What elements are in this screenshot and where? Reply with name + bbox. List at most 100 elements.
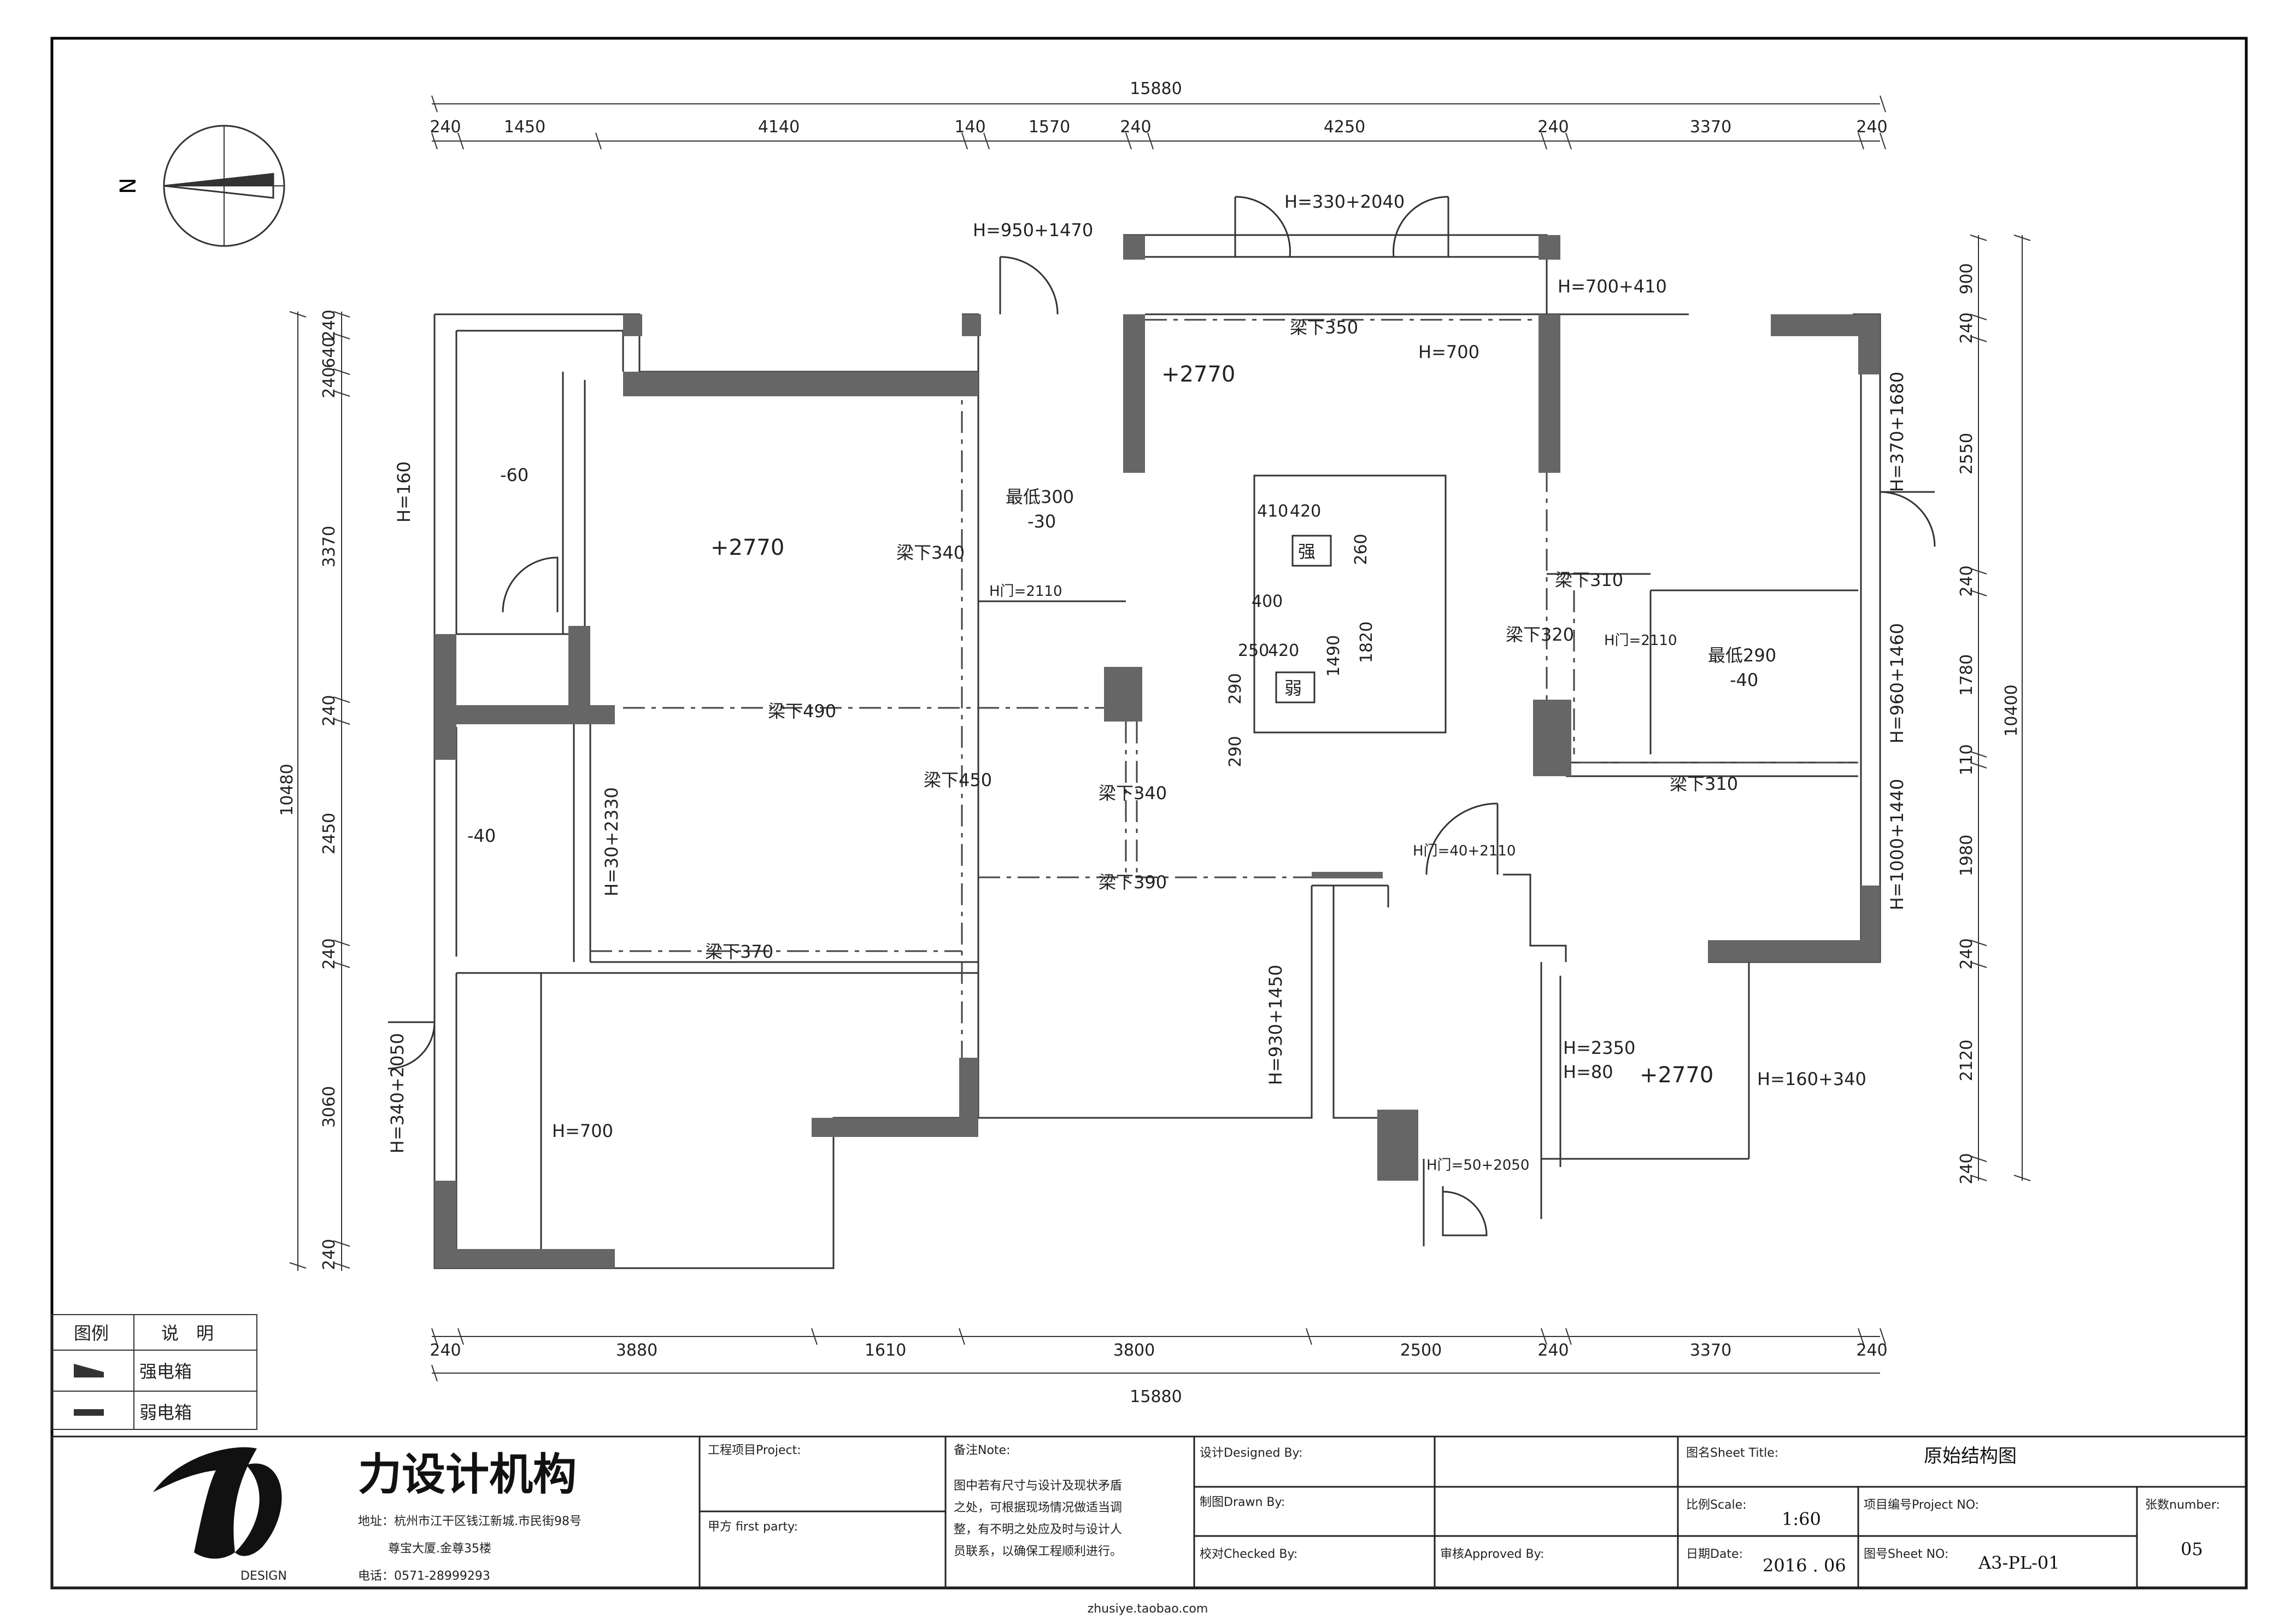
strong-box-icon — [74, 1364, 104, 1377]
dim-bottom-total: 15880 — [1130, 1387, 1182, 1406]
label-m30: -30 — [1027, 511, 1056, 532]
dim-right-0: 900 — [1957, 263, 1976, 294]
dim-top-2: 4140 — [758, 118, 800, 137]
label-h930: H=930+1450 — [1265, 965, 1286, 1085]
dim-right-4: 1780 — [1957, 654, 1976, 696]
dim-top-1: 1450 — [504, 118, 545, 137]
dim-bottom-0: 240 — [430, 1341, 461, 1360]
dim-right-total: 10400 — [2002, 684, 2021, 736]
dim-bottom-1: 3880 — [616, 1341, 657, 1360]
label-h-160: H=160 — [394, 461, 414, 523]
label-h2350: H=2350 — [1563, 1037, 1635, 1058]
dim-left-6: 240 — [320, 938, 339, 969]
dim-right-3: 240 — [1957, 565, 1976, 596]
sheet-title-label: 图名Sheet Title: — [1686, 1446, 1778, 1460]
approved-by-label: 审核Approved By: — [1440, 1547, 1544, 1561]
dim-left-0: 240 — [320, 309, 339, 341]
dim-top-6: 4250 — [1324, 118, 1365, 137]
company-name: 力设计机构 — [358, 1449, 577, 1500]
dim-left-4: 240 — [320, 695, 339, 726]
label-h340: H=340+2050 — [387, 1033, 408, 1153]
dim-top-3: 140 — [954, 118, 985, 137]
room-labels: H=950+1470 H=330+2040 H=700+410 H=160 -6… — [387, 191, 1907, 1174]
legend-col2: 说 明 — [161, 1323, 214, 1344]
dim-bottom-5: 240 — [1537, 1341, 1569, 1360]
north-compass — [163, 125, 285, 247]
project-no-label: 项目编号Project NO: — [1864, 1498, 1979, 1512]
label-h1000: H=1000+1440 — [1887, 779, 1907, 911]
label-m40-a: -40 — [467, 825, 496, 846]
dim-top-0: 240 — [430, 118, 461, 137]
company-logo-icon — [153, 1447, 282, 1559]
sheet-num-value: 05 — [2181, 1539, 2203, 1559]
sheet-num-label: 张数number: — [2145, 1498, 2220, 1512]
core-dim-6: 250 — [1238, 641, 1269, 660]
label-beam340-b: 梁下340 — [1099, 783, 1167, 804]
note-label: 备注Note: — [954, 1444, 1011, 1457]
core-dim-3: 400 — [1252, 592, 1283, 611]
dim-top-4: 1570 — [1029, 118, 1070, 137]
dim-left-total: 10480 — [278, 764, 297, 816]
checked-by-label: 校对Checked By: — [1200, 1547, 1297, 1561]
label-h160-340: H=160+340 — [1757, 1069, 1866, 1089]
dim-right-9: 240 — [1957, 1153, 1976, 1184]
label-h-330: H=330+2040 — [1284, 191, 1405, 212]
dim-top-9: 240 — [1856, 118, 1887, 137]
dim-right-segments: 900 240 2550 240 1780 110 1980 240 2120 … — [1957, 263, 1976, 1184]
dim-bottom-segments: 240 3880 1610 3800 2500 240 3370 240 — [430, 1341, 1887, 1360]
label-lowest290: 最低290 — [1708, 645, 1776, 666]
dimension-lines — [289, 95, 2031, 1382]
date-value: 2016 . 06 — [1763, 1555, 1846, 1576]
label-m60: -60 — [500, 465, 529, 485]
legend-col1: 图例 — [74, 1323, 109, 1344]
dim-left-2: 240 — [320, 367, 339, 398]
label-elev-a: +2770 — [710, 535, 784, 560]
dim-bottom-2: 1610 — [865, 1341, 906, 1360]
dim-left-7: 3060 — [320, 1086, 339, 1128]
dim-right-7: 240 — [1957, 938, 1976, 969]
label-h960: H=960+1460 — [1887, 623, 1907, 743]
label-beam340-a: 梁下340 — [896, 542, 965, 563]
door-swings — [387, 196, 1936, 1236]
dim-right-6: 1980 — [1957, 835, 1976, 876]
legend-item-strong: 强电箱 — [139, 1361, 192, 1382]
company-phone: 电话：0571-28999293 — [358, 1569, 490, 1583]
dim-bottom-4: 2500 — [1400, 1341, 1442, 1360]
dim-top-5: 240 — [1120, 118, 1151, 137]
label-door40: H门=40+2110 — [1413, 843, 1516, 859]
dim-bottom-6: 3370 — [1690, 1341, 1731, 1360]
label-m40-b: -40 — [1730, 670, 1758, 690]
label-beam370: 梁下370 — [705, 941, 773, 962]
beam-lines — [590, 319, 1858, 1071]
label-beam390: 梁下390 — [1099, 872, 1167, 893]
designed-by-label: 设计Designed By: — [1200, 1446, 1302, 1460]
watermark: zhusiye.taobao.com — [1088, 1602, 1208, 1616]
core-dim-8: 290 — [1226, 673, 1245, 704]
label-beam490: 梁下490 — [768, 701, 836, 722]
dim-left-5: 2450 — [320, 813, 339, 854]
label-lowest300: 最低300 — [1006, 486, 1074, 507]
dim-left-8: 240 — [320, 1239, 339, 1270]
core-dim-4: 1490 — [1324, 635, 1343, 677]
dim-right-5: 110 — [1957, 744, 1976, 775]
dim-top-8: 3370 — [1690, 118, 1731, 137]
core-dimensions: 410 420 260 400 1490 1820 250 420 290 29… — [1226, 502, 1376, 767]
dim-right-1: 240 — [1957, 312, 1976, 343]
dim-right-2: 2550 — [1957, 433, 1976, 474]
note-line-2: 之处，可根据现场情况做适当调 — [954, 1501, 1122, 1515]
dim-left-segments: 240 640 240 3370 240 2450 240 3060 240 — [320, 309, 339, 1270]
date-label: 日期Date: — [1686, 1547, 1743, 1561]
dim-top-total: 15880 — [1130, 79, 1182, 98]
label-h700-top: H=700 — [1418, 342, 1479, 362]
core-dim-9: 290 — [1226, 736, 1245, 767]
label-door2110-b: H门=2110 — [1604, 632, 1677, 649]
note-line-3: 整，有不明之处应及时与设计人 — [954, 1523, 1122, 1537]
dim-bottom-3: 3800 — [1113, 1341, 1155, 1360]
logo-sub: DESIGN — [240, 1569, 287, 1583]
label-elev-c: +2770 — [1640, 1063, 1713, 1088]
project-label: 工程项目Project: — [708, 1444, 801, 1457]
company-address-1: 地址：杭州市江干区钱江新城.市民街98号 — [358, 1515, 582, 1528]
north-label: N — [116, 178, 141, 194]
label-h-950: H=950+1470 — [973, 220, 1093, 241]
